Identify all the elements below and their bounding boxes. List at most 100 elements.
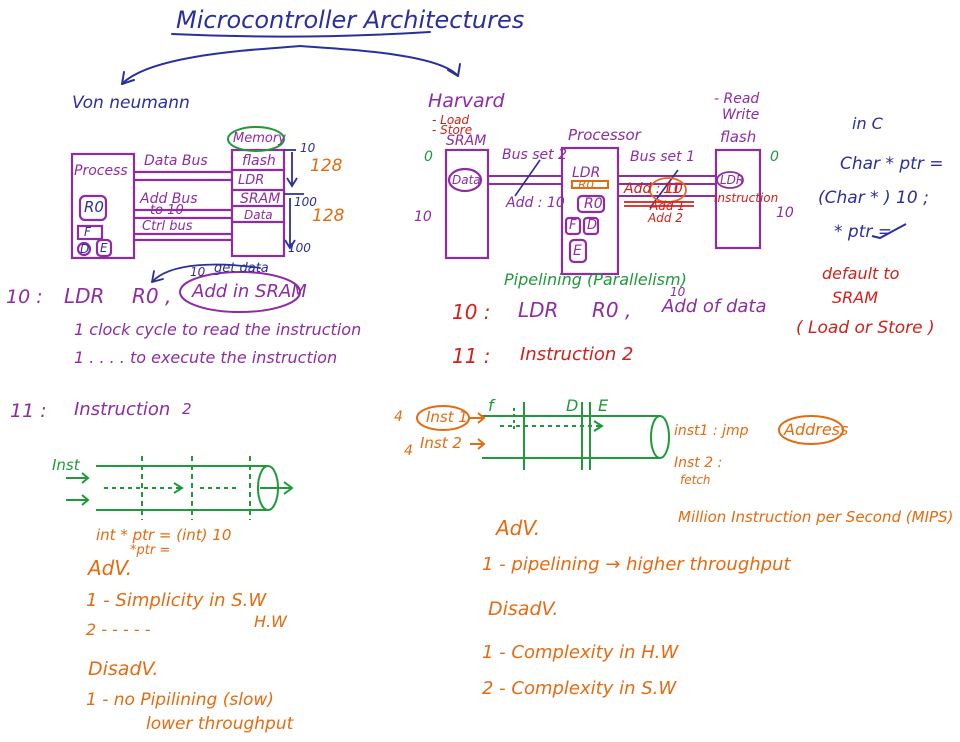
vn-stage-d: D — [80, 242, 90, 256]
hv-sram-label: SRAM — [446, 133, 487, 149]
hv-adv-title: AdV. — [496, 516, 541, 540]
hv-instr-operand: Add of data — [662, 296, 767, 317]
in-c-heading: in C — [852, 114, 883, 133]
vn-mem-sram: SRAM — [240, 191, 281, 207]
vn-mem-ldr: LDR — [238, 173, 265, 188]
hv-addr-bus1: Add : 10 — [624, 181, 683, 197]
harvard-address-marks — [624, 171, 744, 207]
memory-label-circle — [227, 126, 285, 152]
von-neumann-boxes — [70, 148, 286, 260]
vn-clock-line2: 1 . . . . to execute the instruction — [74, 348, 338, 367]
hv-note-read: - Read — [714, 91, 760, 107]
hv-note-load: - Load — [432, 113, 470, 127]
hv-flash-label: flash — [720, 128, 757, 146]
hv-disadv-title: DisadV. — [488, 598, 559, 620]
page-title: Microcontroller Architectures — [176, 6, 525, 34]
vn-adv-item2: 2 - - - - - — [86, 620, 151, 639]
vn-ptr-line2: *ptr = — [130, 543, 171, 558]
hv-reg-r0: R0 — [584, 196, 603, 212]
hv-inst2-fetch2: fetch — [680, 473, 711, 487]
vn-instr2-text: Instruction — [74, 399, 171, 420]
von-neumann-heading: Von neumann — [72, 93, 190, 113]
vn-get-data-num: 10 — [190, 265, 206, 279]
vn-adv-title: AdV. — [88, 556, 133, 580]
vn-addr-100b: 100 — [288, 241, 311, 255]
hv-addr-10-left: 10 — [414, 209, 432, 225]
vn-instr-ldr: LDR — [64, 284, 105, 308]
hv-flash-ldr: LDR — [720, 173, 745, 187]
hv-instr-address: 10 : — [452, 300, 491, 324]
vn-disadv-item1: 1 - no Pipilining (slow) — [86, 690, 274, 710]
vn-size-bottom: 128 — [312, 206, 345, 226]
hv-pipelining: Pipelining (Parallelism) — [504, 270, 687, 289]
hv-address-label: Address — [784, 420, 849, 439]
hv-reg-extra: R0 — [578, 178, 594, 192]
in-c-default2: SRAM — [832, 288, 879, 307]
vn-adv-item1-hw: H.W — [254, 612, 287, 631]
hv-pipe-n2: 4 — [404, 443, 413, 459]
hv-inst2-fetch: Inst 2 : — [674, 455, 723, 471]
hv-instr-r0: R0 , — [592, 298, 632, 322]
vn-mem-data: Data — [244, 208, 273, 222]
in-c-default1: default to — [822, 264, 900, 283]
hv-stage-f: F — [569, 218, 577, 233]
vn-register-r0: R0 — [84, 198, 104, 216]
hv-instr2-address: 11 : — [452, 344, 491, 368]
vn-size-top: 128 — [310, 156, 343, 176]
von-neumann-pipeline — [66, 456, 294, 520]
hv-note-write: Write — [722, 107, 760, 123]
hv-addr-0-left: 0 — [424, 149, 433, 165]
ldr-highlight — [571, 180, 609, 189]
harvard-heading: Harvard — [428, 90, 505, 112]
vn-addr-bus-note: to 10 — [150, 203, 184, 218]
vn-ctrl-bus: Ctrl bus — [142, 219, 193, 234]
operand-circle — [179, 271, 301, 313]
hv-stage-e: E — [573, 243, 582, 259]
hv-instr2-text: Instruction 2 — [520, 344, 634, 365]
in-c-line2: (Char * ) 10 ; — [818, 188, 929, 208]
vn-addr-100: 100 — [294, 195, 317, 209]
hv-pipe-inst1: Inst 1 — [426, 408, 468, 426]
vn-memory-label: Memory — [233, 131, 286, 146]
hv-instr-operand-num: 10 — [670, 285, 686, 299]
vn-disadv-title: DisadV. — [88, 658, 159, 680]
vn-adv-item1: 1 - Simplicity in S.W — [86, 590, 267, 611]
in-c-line3: * ptr = — [834, 222, 892, 242]
vn-instr-r0: R0 , — [132, 284, 172, 308]
vn-get-data-note: get data — [214, 261, 269, 276]
hv-note-store: - Store — [432, 123, 473, 137]
hv-adv-item1: 1 - pipelining → higher throughput — [482, 554, 791, 575]
in-c-default3: ( Load or Store ) — [796, 318, 935, 338]
get-data-arrow — [151, 263, 261, 283]
hv-disadv-item1: 1 - Complexity in H.W — [482, 642, 679, 663]
hv-stage-d-top: D — [566, 396, 579, 415]
vn-data-bus: Data Bus — [144, 153, 208, 169]
checkmark — [871, 223, 907, 240]
vn-disadv-item1b: lower throughput — [146, 714, 294, 734]
vn-mem-flash: flash — [242, 153, 276, 169]
vn-ptr-line1: int * ptr = (int) 10 — [96, 526, 232, 544]
hv-reg-ldr: LDR — [572, 165, 601, 181]
von-neumann-address-marks — [284, 149, 304, 250]
hv-add1: Add 1 — [650, 199, 685, 213]
hv-disadv-item2: 2 - Complexity in S.W — [482, 678, 677, 699]
hv-addr-10-bus: Add : 10 — [506, 195, 565, 211]
in-c-line1: Char * ptr = — [840, 154, 944, 174]
vn-addr-bus: Add Bus — [140, 191, 198, 207]
harvard-pipeline-inputs — [416, 405, 844, 450]
hv-stage-d: D — [587, 218, 598, 233]
vn-processor-label: Process — [74, 163, 128, 179]
vn-instr-address: 10 : — [6, 286, 43, 308]
vn-clock-line1: 1 clock cycle to read the instruction — [74, 320, 362, 339]
harvard-boxes — [444, 146, 762, 276]
hv-pipe-inst2: Inst 2 — [420, 434, 462, 452]
hv-inst1-jmp: inst1 : jmp — [674, 423, 749, 439]
vn-addr-10: 10 — [300, 141, 316, 155]
vn-instr2-num: 2 — [182, 400, 192, 418]
hv-stage-f-top: f — [488, 396, 494, 415]
hv-bus-set2: Bus set 2 — [502, 147, 567, 163]
hv-instr-ldr: LDR — [518, 298, 559, 322]
hv-sram-data: Data — [452, 173, 481, 187]
hv-stage-e-top: E — [598, 396, 609, 415]
